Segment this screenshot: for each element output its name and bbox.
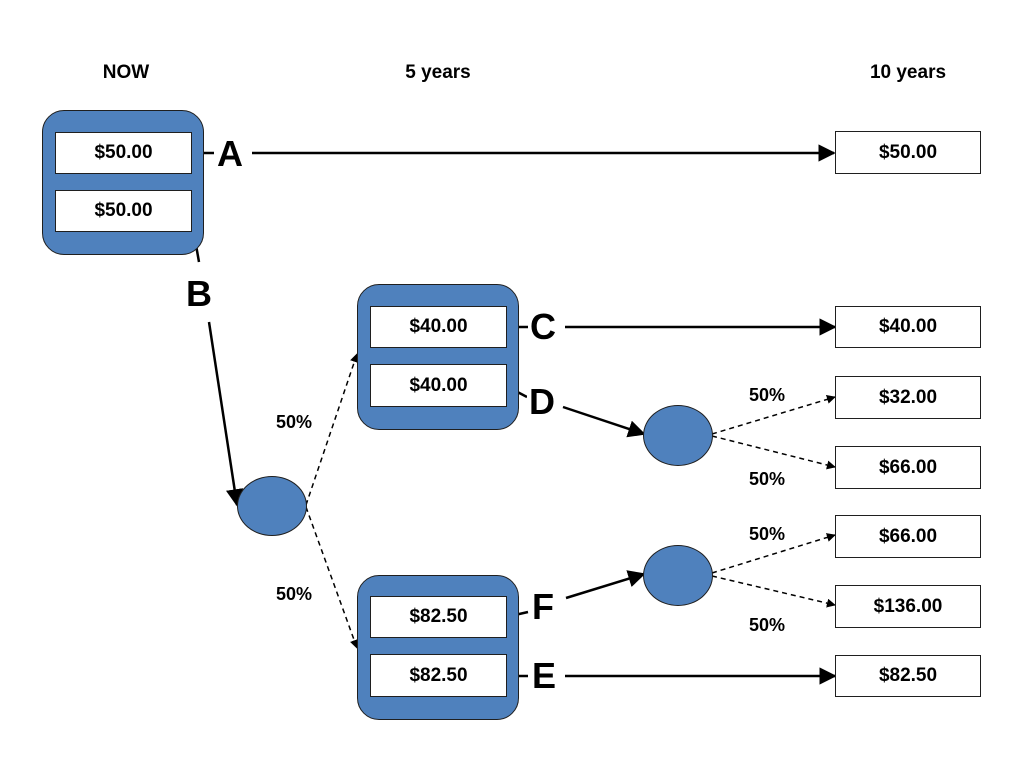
now-value-bottom: $50.00: [55, 190, 192, 232]
five-year-lower-value-bottom: $82.50: [370, 654, 507, 697]
arrow-d: [562, 405, 646, 438]
arrow-d-down-dashed: [711, 435, 836, 470]
probability-f-up: 50%: [749, 524, 786, 544]
arrow-d-up-dashed: [711, 395, 836, 435]
column-header-5-years: 5 years: [405, 62, 471, 83]
chance-node-b: [237, 476, 307, 536]
option-label-c: C: [528, 306, 558, 347]
arrow-b-down-dashed: [305, 506, 359, 649]
arrow-b-up-dashed: [305, 353, 359, 506]
column-header-10-years: 10 years: [869, 62, 947, 83]
chance-node-d: [643, 405, 713, 466]
probability-b-down: 50%: [276, 584, 313, 604]
outcome-c: $40.00: [835, 306, 981, 348]
outcome-f-up: $66.00: [835, 515, 981, 558]
column-header-now: NOW: [102, 62, 150, 83]
probability-f-down: 50%: [749, 615, 786, 635]
outcome-a: $50.00: [835, 131, 981, 174]
probability-d-down: 50%: [749, 469, 786, 489]
arrow-f: [565, 570, 646, 600]
chance-node-f: [643, 545, 713, 606]
arrow-f-up-dashed: [711, 533, 836, 574]
outcome-d-up: $32.00: [835, 376, 981, 419]
outcome-f-down: $136.00: [835, 585, 981, 628]
five-year-lower-value-top: $82.50: [370, 596, 507, 638]
outcome-d-down: $66.00: [835, 446, 981, 489]
option-label-d: D: [527, 381, 557, 422]
arrow-b: [207, 321, 244, 507]
option-label-e: E: [530, 655, 559, 696]
probability-d-up: 50%: [749, 385, 786, 405]
option-label-a: A: [215, 133, 245, 174]
five-year-upper-value-top: $40.00: [370, 306, 507, 348]
now-value-top: $50.00: [55, 132, 192, 174]
probability-b-up: 50%: [276, 412, 313, 432]
five-year-upper-value-bottom: $40.00: [370, 364, 507, 407]
option-label-b: B: [184, 273, 214, 314]
option-label-f: F: [530, 586, 556, 627]
arrow-f-down-dashed: [711, 575, 836, 608]
outcome-e: $82.50: [835, 655, 981, 697]
